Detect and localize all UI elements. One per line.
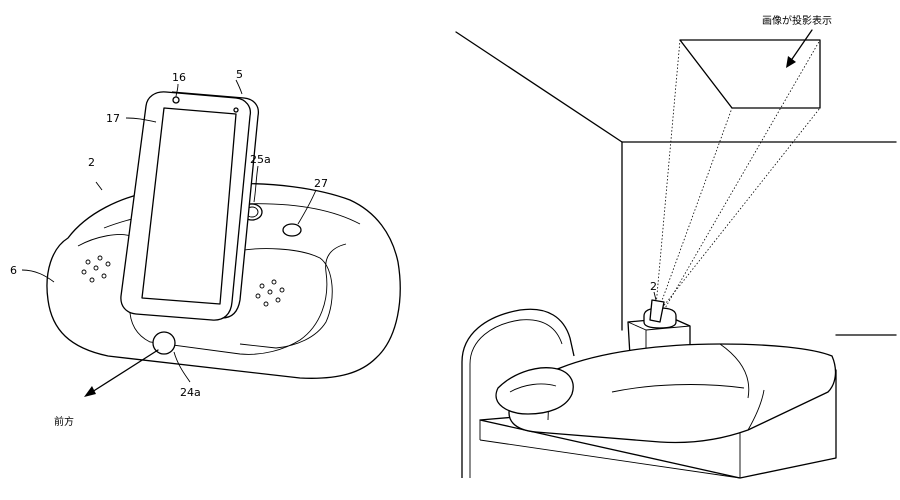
device-illustration: 16 5 17 2 25a 27 6 24a 前方 [10, 68, 401, 428]
pillow [495, 367, 574, 415]
camera-label: 16 [172, 71, 186, 84]
device-label: 2 [88, 156, 95, 169]
body-label: 6 [10, 264, 17, 277]
device-label-right: 2 [650, 280, 657, 293]
front-button-label: 24a [180, 386, 201, 399]
projection-note: 画像が投影表示 [762, 14, 832, 27]
bedroom-scene: 画像が投影表示 2 [455, 14, 897, 479]
front-arrow-line [91, 349, 159, 393]
top-button-label: 27 [314, 177, 328, 190]
phone-screen [141, 107, 237, 305]
front-direction-label: 前方 [54, 415, 74, 428]
right-speaker-grille [255, 279, 285, 307]
right-side-panel [231, 248, 333, 349]
holder-hole-label: 25a [250, 153, 271, 166]
smartphone [120, 91, 260, 321]
note-arrow [789, 29, 813, 63]
small-phone [649, 299, 665, 323]
left-speaker-grille [81, 255, 111, 283]
phone-home-button [233, 107, 239, 113]
projection-rays [655, 39, 821, 311]
front-arrow-head [84, 386, 96, 397]
front-button [152, 331, 176, 355]
ceiling-edge [455, 31, 623, 143]
top-button [282, 223, 302, 237]
screen-label: 17 [106, 112, 120, 125]
phone-label: 5 [236, 68, 243, 81]
camera-lens [172, 96, 180, 104]
projected-image [679, 39, 821, 109]
